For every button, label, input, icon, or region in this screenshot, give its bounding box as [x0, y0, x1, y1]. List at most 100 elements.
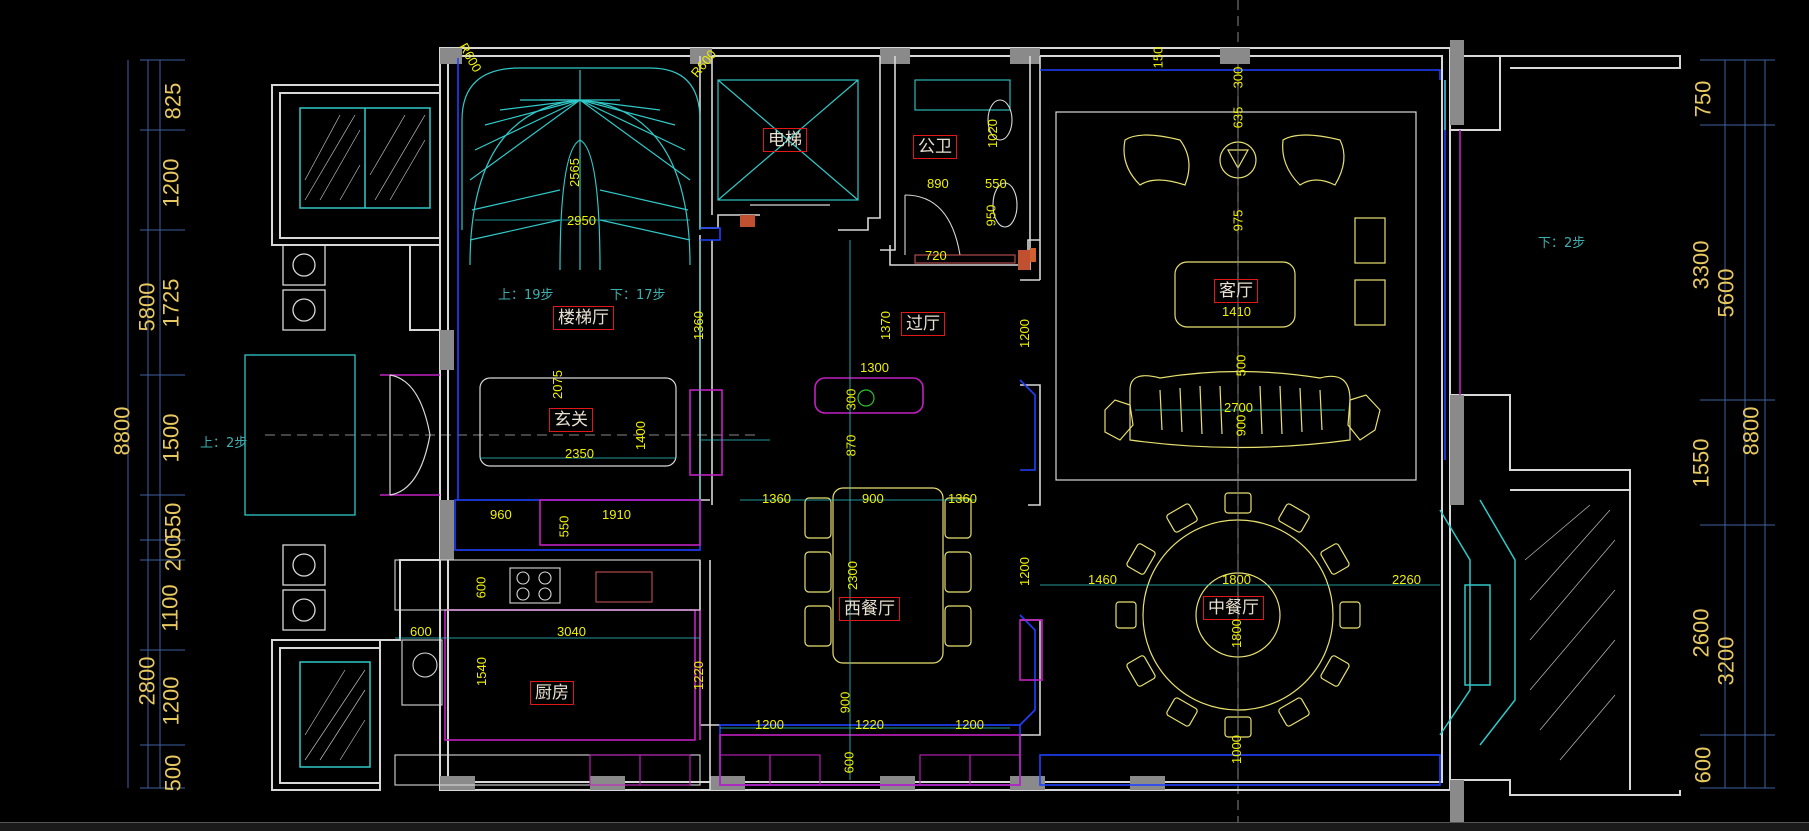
dim-600-c: 600 [841, 751, 857, 774]
right-dim-3200: 3200 [1713, 636, 1739, 686]
left-dim-500: 500 [160, 754, 186, 792]
dim-1910: 1910 [602, 507, 631, 522]
kitchen-fixtures [394, 559, 1021, 786]
note-stair-up: 上：19步 [498, 288, 554, 303]
wall-columns [440, 40, 1464, 830]
dim-1000: 1000 [1228, 735, 1244, 764]
dim-1220-b: 1220 [855, 717, 884, 732]
dining-chair [1278, 697, 1310, 727]
right-dim-750: 750 [1690, 80, 1716, 118]
left-dim-200: 200 [160, 534, 186, 572]
exterior-walls [271, 47, 1681, 796]
windows [299, 80, 1516, 768]
dining-chair [1166, 503, 1198, 533]
dining-chair [1126, 543, 1156, 575]
dim-2075: 2075 [549, 370, 565, 399]
dim-1800-b: 1800 [1228, 619, 1244, 648]
dim-720: 720 [925, 248, 947, 263]
left-equipment [244, 244, 356, 631]
dim-1540: 1540 [473, 657, 489, 686]
dim-900-a: 900 [1233, 414, 1249, 437]
left-dim-8800: 8800 [109, 406, 135, 456]
dim-1200-b: 1200 [1016, 557, 1032, 586]
right-dim-2600: 2600 [1688, 608, 1714, 658]
dim-1460: 1460 [1088, 572, 1117, 587]
spiral-staircase [461, 67, 701, 271]
left-dim-1200-b: 1200 [158, 676, 184, 726]
dim-2350: 2350 [565, 446, 594, 461]
elevator-shaft [717, 79, 859, 206]
room-label-powder-room: 公卫 [913, 135, 957, 159]
dim-2300: 2300 [844, 561, 860, 590]
dim-550-a: 550 [556, 515, 572, 538]
room-label-elevator: 电梯 [763, 128, 807, 152]
dim-890: 890 [927, 176, 949, 191]
dim-1360-b: 1360 [762, 491, 791, 506]
dim-900-c: 900 [837, 691, 853, 714]
western-dining-table [804, 389, 972, 664]
left-dim-1500: 1500 [158, 413, 184, 463]
dim-500-a: 500 [1233, 354, 1249, 377]
dining-chair [1126, 655, 1156, 687]
right-dim-600: 600 [1690, 746, 1716, 784]
dim-150: 150 [1150, 46, 1166, 69]
note-terrace-down: 下：2步 [1538, 236, 1586, 251]
dim-975: 975 [1230, 209, 1246, 232]
dim-550-b: 550 [985, 176, 1007, 191]
dim-2950: 2950 [567, 213, 596, 228]
dim-600-a: 600 [473, 576, 489, 599]
dim-2260: 2260 [1392, 572, 1421, 587]
note-entry-up: 上：2步 [200, 436, 248, 451]
room-label-chinese-dining: 中餐厅 [1203, 596, 1264, 620]
dining-chair [1278, 503, 1310, 533]
dim-1200-c: 1200 [755, 717, 784, 732]
dim-1300: 1300 [860, 360, 889, 375]
dim-635: 635 [1230, 106, 1246, 129]
dim-960: 960 [490, 507, 512, 522]
left-dimension-chain [127, 59, 185, 789]
room-label-kitchen: 厨房 [530, 681, 574, 705]
right-dim-8800: 8800 [1738, 406, 1764, 456]
dim-870: 870 [843, 434, 859, 457]
dim-1360-c: 1360 [948, 491, 977, 506]
column-markers [740, 215, 1036, 270]
right-dim-1550: 1550 [1688, 438, 1714, 488]
dim-2565: 2565 [566, 158, 582, 187]
dim-1370: 1370 [877, 311, 893, 340]
left-dim-1200: 1200 [158, 158, 184, 208]
dim-1410: 1410 [1222, 304, 1251, 319]
left-dim-825: 825 [160, 82, 186, 120]
dim-1220-a: 1220 [690, 661, 706, 690]
dim-900-b: 900 [862, 491, 884, 506]
left-dim-2800: 2800 [134, 656, 160, 706]
right-dim-5600: 5600 [1713, 268, 1739, 318]
left-dim-1100: 1100 [157, 584, 183, 632]
dim-600-b: 600 [410, 624, 432, 639]
room-label-stair-hall: 楼梯厅 [553, 306, 614, 330]
entrance-console [389, 374, 677, 496]
room-label-entrance: 玄关 [549, 408, 593, 432]
dim-1200-d: 1200 [955, 717, 984, 732]
left-dim-1725: 1725 [158, 278, 184, 328]
right-dim-3300: 3300 [1688, 240, 1714, 290]
dim-1360-a: 1360 [690, 311, 706, 340]
window-hatching [304, 114, 1616, 761]
dim-300-b: 300 [1230, 66, 1246, 89]
dim-1200-a: 1200 [1016, 319, 1032, 348]
dining-chair [1339, 601, 1361, 629]
left-dim-5800: 5800 [134, 282, 160, 332]
interior-walls [699, 56, 1041, 790]
room-label-living-room: 客厅 [1214, 279, 1258, 303]
dim-300-a: 300 [843, 388, 859, 411]
dim-1020: 1020 [984, 119, 1000, 148]
dining-chair [1320, 543, 1350, 575]
dim-1400: 1400 [632, 421, 648, 450]
room-label-corridor: 过厅 [901, 312, 945, 336]
powder-room-fixtures [904, 79, 1018, 264]
room-label-western-dining: 西餐厅 [839, 597, 900, 621]
blue-outlines [454, 58, 1446, 786]
dim-2700: 2700 [1224, 400, 1253, 415]
dining-chair [1115, 601, 1137, 629]
dining-chair [1320, 655, 1350, 687]
status-bar [0, 822, 1809, 831]
